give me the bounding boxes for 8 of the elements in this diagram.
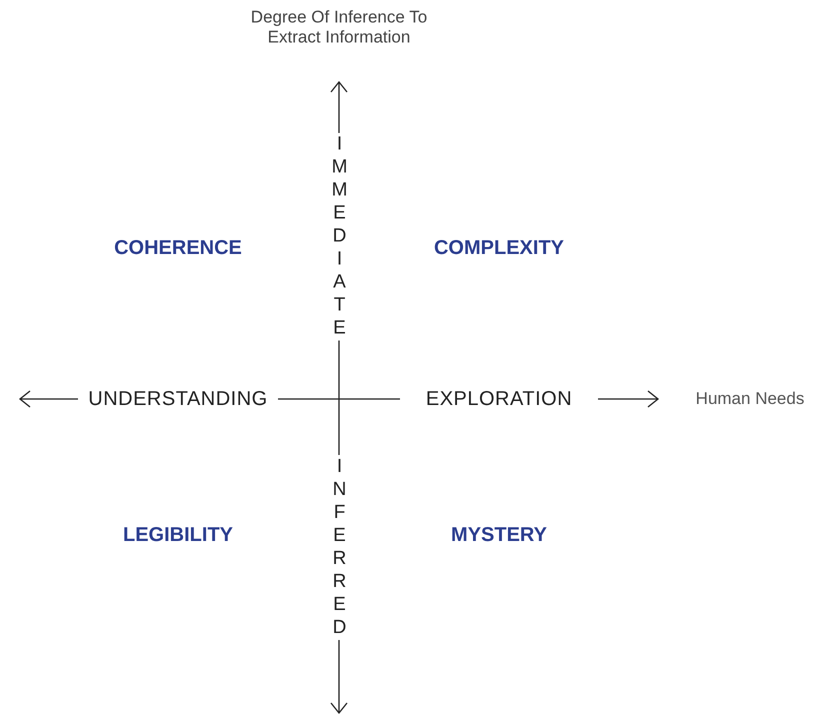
quadrant-label: COMPLEXITY [434, 236, 564, 260]
axis-title: Degree Of Inference To Extract Information [250, 8, 428, 48]
axis-label: UNDERSTANDING [88, 387, 268, 411]
quadrant-label: LEGIBILITY [123, 523, 233, 547]
axis-title: Human Needs [696, 388, 804, 410]
axis-label: EXPLORATION [426, 387, 572, 411]
quadrant-label: COHERENCE [114, 236, 242, 260]
quadrant-label: MYSTERY [451, 523, 547, 547]
